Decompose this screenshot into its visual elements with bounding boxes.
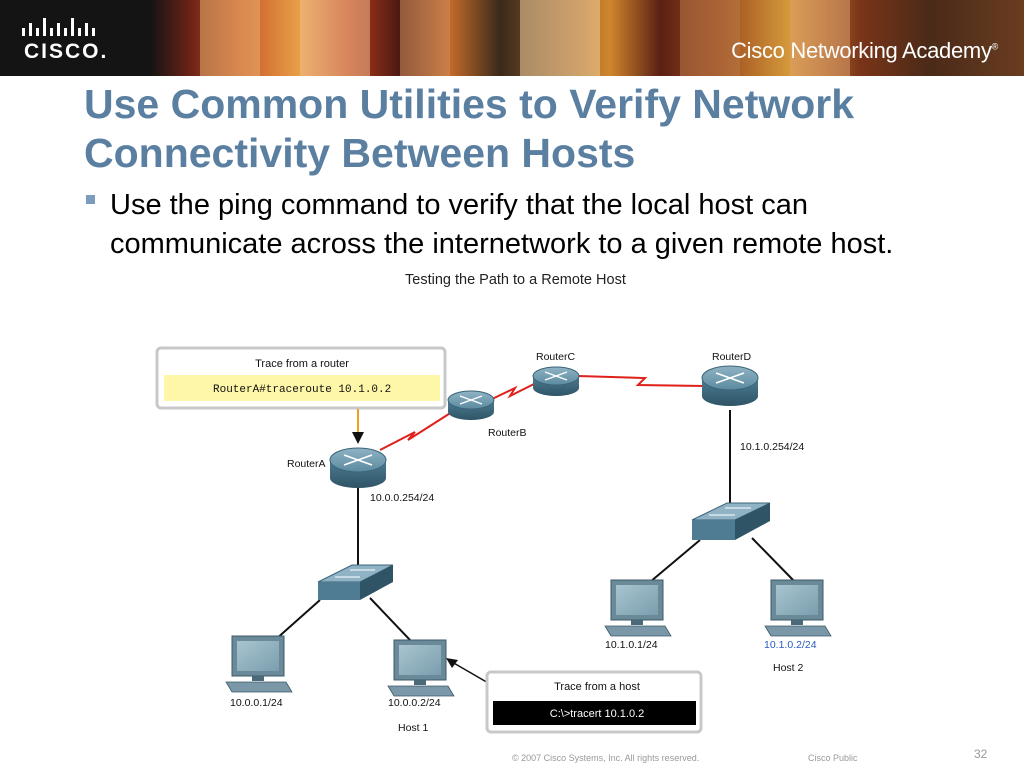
page-number: 32	[974, 747, 988, 761]
host-trace-heading: Trace from a host	[554, 681, 640, 693]
link-switch-host-10001	[274, 599, 321, 641]
router-arrows-icon	[459, 395, 483, 405]
slide-title: Use Common Utilities to Verify Network C…	[84, 81, 855, 176]
link-switch-host-10101	[649, 539, 701, 583]
link-routerc-routerd	[577, 375, 706, 387]
banner-photo	[790, 0, 850, 76]
bullet-text: Use the ping command to verify that the …	[110, 189, 894, 260]
label-host-10101: 10.1.0.1/24	[605, 639, 658, 651]
pc-host-10101	[604, 579, 672, 637]
banner-photo	[520, 0, 600, 76]
serial-links	[379, 375, 706, 451]
label-host1: Host 1	[398, 722, 429, 734]
link-routera-routerb	[379, 411, 453, 451]
label-routerd-lan: 10.1.0.254/24	[740, 441, 804, 453]
router-trace-arrowhead	[352, 432, 364, 444]
label-host2: Host 2	[773, 662, 804, 674]
footer-classification: Cisco Public	[808, 753, 858, 763]
router-routerb	[447, 390, 495, 420]
host-trace-command-box	[493, 701, 696, 725]
link-switch-host1	[369, 597, 411, 641]
label-routera: RouterA	[287, 458, 326, 470]
label-host-10102: 10.1.0.2/24	[764, 639, 817, 651]
switch-arrows-icon	[709, 507, 751, 516]
link-routerb-routerc	[489, 381, 539, 401]
header-banner: CISCO. Cisco Networking Academy®	[0, 0, 1024, 76]
label-host-10001: 10.0.0.1/24	[230, 697, 283, 709]
pc-host-10001	[225, 635, 293, 693]
host-trace-callout: Trace from a host C:\>tracert 10.1.0.2	[446, 658, 703, 734]
cisco-bridge-icon	[22, 18, 95, 36]
router-arrows-icon	[715, 372, 745, 384]
host-trace-pointer	[451, 661, 491, 685]
label-routerd: RouterD	[712, 351, 752, 363]
figure-caption: Testing the Path to a Remote Host	[405, 272, 626, 288]
cisco-logo: CISCO.	[0, 0, 150, 76]
router-routerd	[701, 365, 759, 406]
label-routerb: RouterB	[488, 427, 527, 439]
academy-text: Cisco Networking Academy	[731, 38, 992, 63]
footer-copyright: © 2007 Cisco Systems, Inc. All rights re…	[512, 753, 700, 763]
switch-right	[691, 502, 771, 540]
label-routera-lan: 10.0.0.254/24	[370, 492, 434, 504]
switch-left	[317, 564, 394, 600]
cisco-logo-text: CISCO.	[24, 40, 109, 63]
pc-host2	[764, 579, 832, 637]
router-arrows-icon	[544, 371, 568, 381]
registered-mark: ®	[991, 41, 999, 52]
label-host-10002: 10.0.0.2/24	[388, 697, 441, 709]
router-arrows-icon	[343, 454, 373, 466]
academy-title: Cisco Networking Academy®	[731, 38, 998, 64]
router-routerc	[532, 366, 580, 396]
host-trace-arrowhead	[446, 658, 458, 668]
banner-photo	[680, 0, 740, 76]
banner-photo	[400, 0, 450, 76]
router-trace-callout: Trace from a router RouterA#traceroute 1…	[155, 346, 447, 444]
host-trace-command: C:\>tracert 10.1.0.2	[550, 708, 644, 720]
router-trace-command: RouterA#traceroute 10.1.0.2	[213, 384, 391, 396]
pc-host1	[387, 639, 455, 697]
ethernet-links	[274, 410, 796, 641]
bullet-square-icon	[86, 195, 95, 204]
switch-arrows-icon	[335, 569, 375, 578]
banner-photo	[300, 0, 370, 76]
label-routerc: RouterC	[536, 351, 576, 363]
router-routera	[329, 447, 387, 488]
router-trace-command-box	[164, 375, 440, 401]
banner-photo	[200, 0, 260, 76]
router-trace-heading: Trace from a router	[255, 358, 349, 370]
link-switch-host2	[751, 537, 796, 583]
